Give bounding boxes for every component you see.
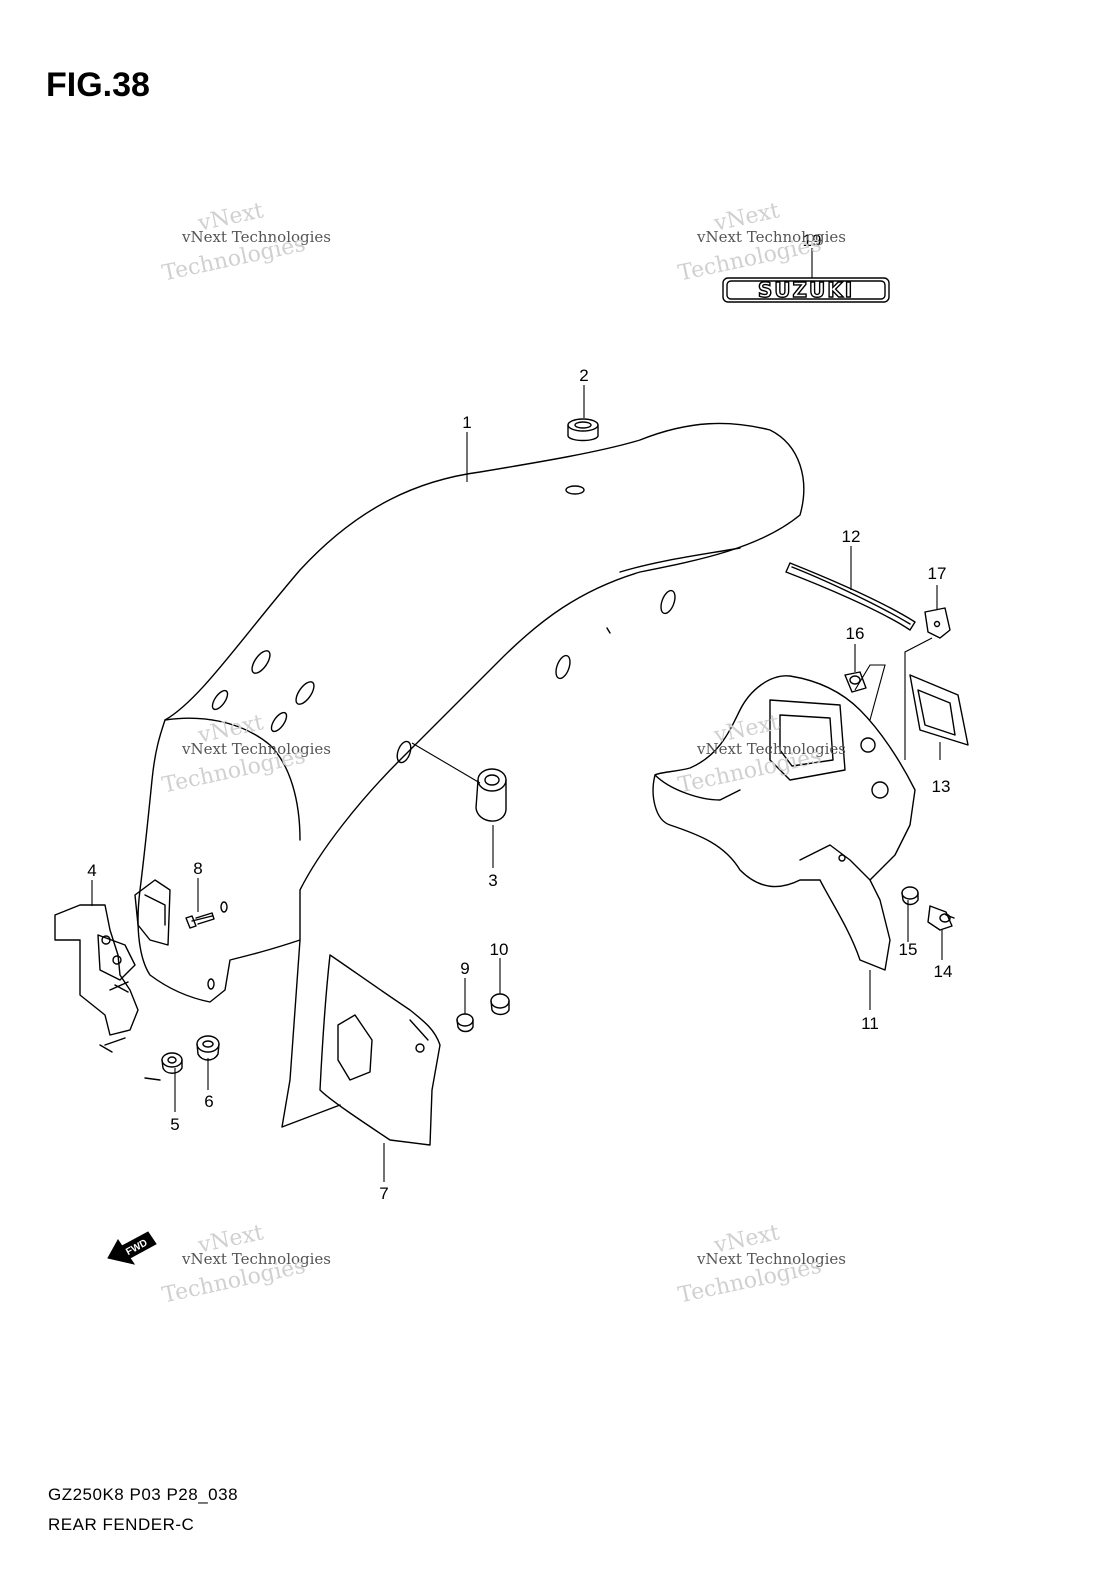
callout-7: 7	[379, 1184, 388, 1203]
bolt-14-part	[927, 905, 955, 931]
model-code: GZ250K8 P03 P28_038	[48, 1485, 239, 1504]
callout-10: 10	[490, 940, 509, 959]
callout-16: 16	[846, 624, 865, 643]
nut-6-part	[196, 1035, 220, 1061]
section-name: REAR FENDER-C	[48, 1515, 195, 1534]
callout-6: 6	[204, 1092, 213, 1111]
mud-flap-part	[319, 954, 441, 1146]
nut-10-part	[490, 993, 510, 1016]
side-clamp-part	[134, 879, 171, 946]
leader-lines	[91, 248, 943, 1182]
rubber-pad-part	[909, 674, 969, 746]
callout-3: 3	[488, 871, 497, 890]
reflector-strip-part	[785, 562, 916, 631]
rear-fender-part	[137, 422, 805, 1128]
callout-17: 17	[928, 564, 947, 583]
callout-8: 8	[193, 859, 202, 878]
fwd-arrow-icon: FWD	[107, 1231, 157, 1265]
callout-19: 19	[803, 231, 822, 250]
bolt-8-part	[185, 912, 215, 929]
callout-2: 2	[579, 366, 588, 385]
callout-12: 12	[842, 527, 861, 546]
callout-numbers: 1 2 3 4 5 6 7 8 9 10 11 12 13 14 15 16 1…	[87, 231, 952, 1203]
callout-5: 5	[170, 1115, 179, 1134]
callout-9: 9	[460, 959, 469, 978]
emblem-text: SUZUKI	[758, 278, 854, 302]
washer-9-part	[456, 1013, 474, 1033]
callout-1: 1	[462, 413, 471, 432]
callout-11: 11	[861, 1014, 879, 1033]
cushion-part	[475, 768, 507, 822]
callout-15: 15	[899, 940, 918, 959]
bolt-16-part	[844, 671, 867, 693]
license-bracket-part	[652, 675, 916, 971]
bracket-left-part	[54, 904, 139, 1053]
suzuki-emblem-part: SUZUKI	[722, 277, 890, 303]
callout-14: 14	[934, 962, 953, 981]
washer-15-part	[901, 886, 919, 906]
grommet-top-part	[567, 418, 599, 442]
washer-5-part	[161, 1052, 183, 1074]
clip-17-part	[924, 607, 951, 639]
callout-4: 4	[87, 861, 96, 880]
figure-title: FIG.38	[46, 66, 150, 104]
fwd-label: FWD	[124, 1238, 149, 1258]
callout-13: 13	[932, 777, 951, 796]
